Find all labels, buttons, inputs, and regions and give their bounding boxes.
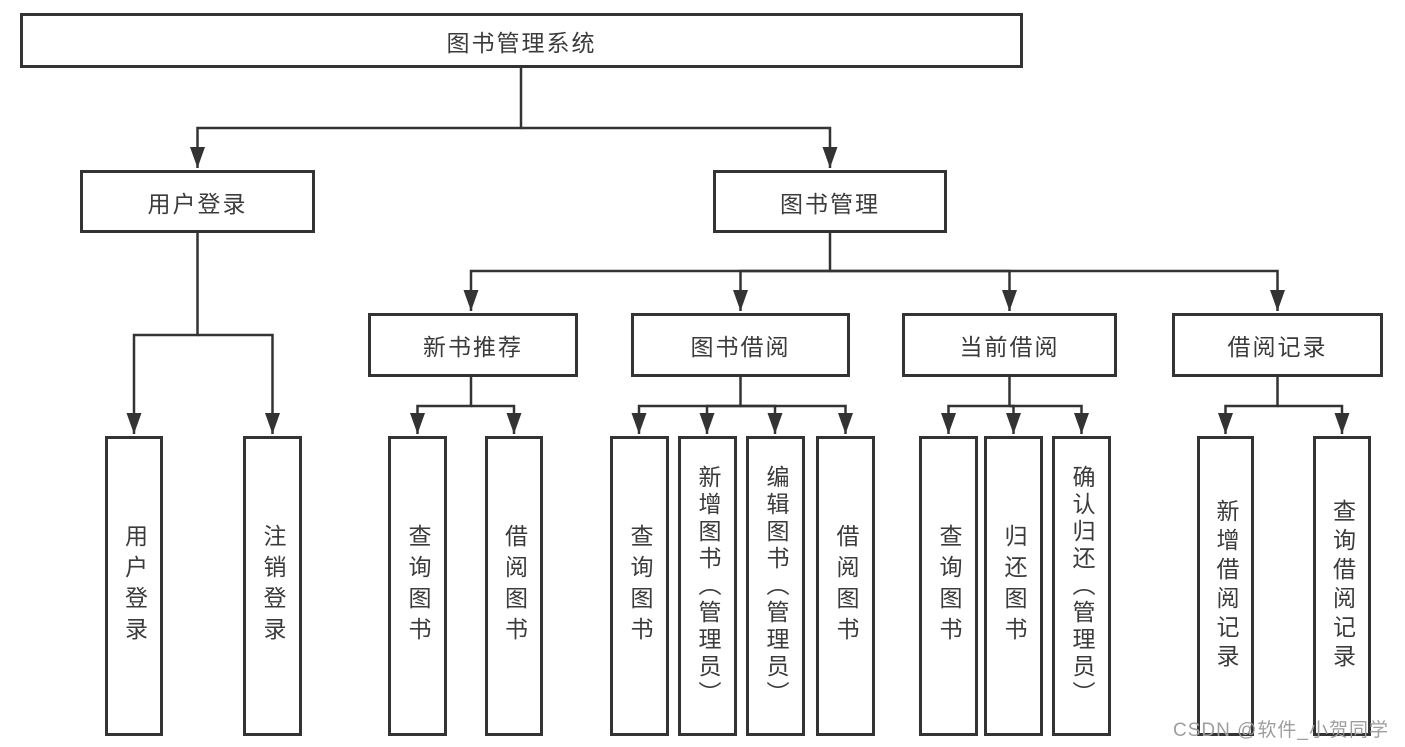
leaf-confirm-return-admin: 确认归还（管理员）	[1052, 436, 1111, 736]
leaf-add-borrow-record: 新增借阅记录	[1197, 436, 1254, 736]
leaf-query-books-recommend: 查询图书	[388, 436, 447, 736]
leaf-label: 确认归还（管理员）	[1069, 464, 1095, 708]
leaf-label: 新增图书（管理员）	[695, 464, 721, 708]
node-book-management: 图书管理	[713, 170, 947, 233]
leaf-label: 注销登录	[260, 524, 286, 648]
leaf-label: 归还图书	[1001, 524, 1027, 648]
leaf-logout: 注销登录	[243, 436, 302, 736]
leaf-label: 借阅图书	[833, 524, 859, 648]
leaf-query-borrow-record: 查询借阅记录	[1313, 436, 1371, 736]
leaf-borrow-books: 借阅图书	[816, 436, 875, 736]
leaf-edit-books-admin: 编辑图书（管理员）	[746, 436, 805, 736]
node-borrow-record: 借阅记录	[1172, 313, 1383, 377]
leaf-label: 新增借阅记录	[1213, 499, 1239, 673]
csdn-watermark: CSDN @软件_小贺同学	[1173, 720, 1389, 741]
leaf-label: 查询图书	[936, 524, 962, 648]
leaf-label: 用户登录	[121, 524, 148, 648]
leaf-return-books: 归还图书	[984, 436, 1043, 736]
node-user-login: 用户登录	[80, 170, 315, 233]
leaf-label: 查询图书	[627, 524, 653, 648]
node-root-system: 图书管理系统	[20, 13, 1023, 68]
leaf-borrow-books-recommend: 借阅图书	[485, 436, 543, 736]
leaf-label: 编辑图书（管理员）	[763, 464, 789, 708]
leaf-query-books-borrow: 查询图书	[610, 436, 669, 736]
leaf-user-login: 用户登录	[105, 436, 163, 736]
leaf-label: 查询借阅记录	[1329, 499, 1356, 673]
leaf-label: 查询图书	[405, 524, 431, 648]
leaf-query-books-current: 查询图书	[919, 436, 978, 736]
node-current-borrow: 当前借阅	[902, 313, 1117, 377]
node-new-book-recommend: 新书推荐	[368, 313, 578, 377]
node-book-borrow: 图书借阅	[631, 313, 850, 377]
leaf-add-books-admin: 新增图书（管理员）	[678, 436, 737, 736]
leaf-label: 借阅图书	[501, 524, 528, 648]
